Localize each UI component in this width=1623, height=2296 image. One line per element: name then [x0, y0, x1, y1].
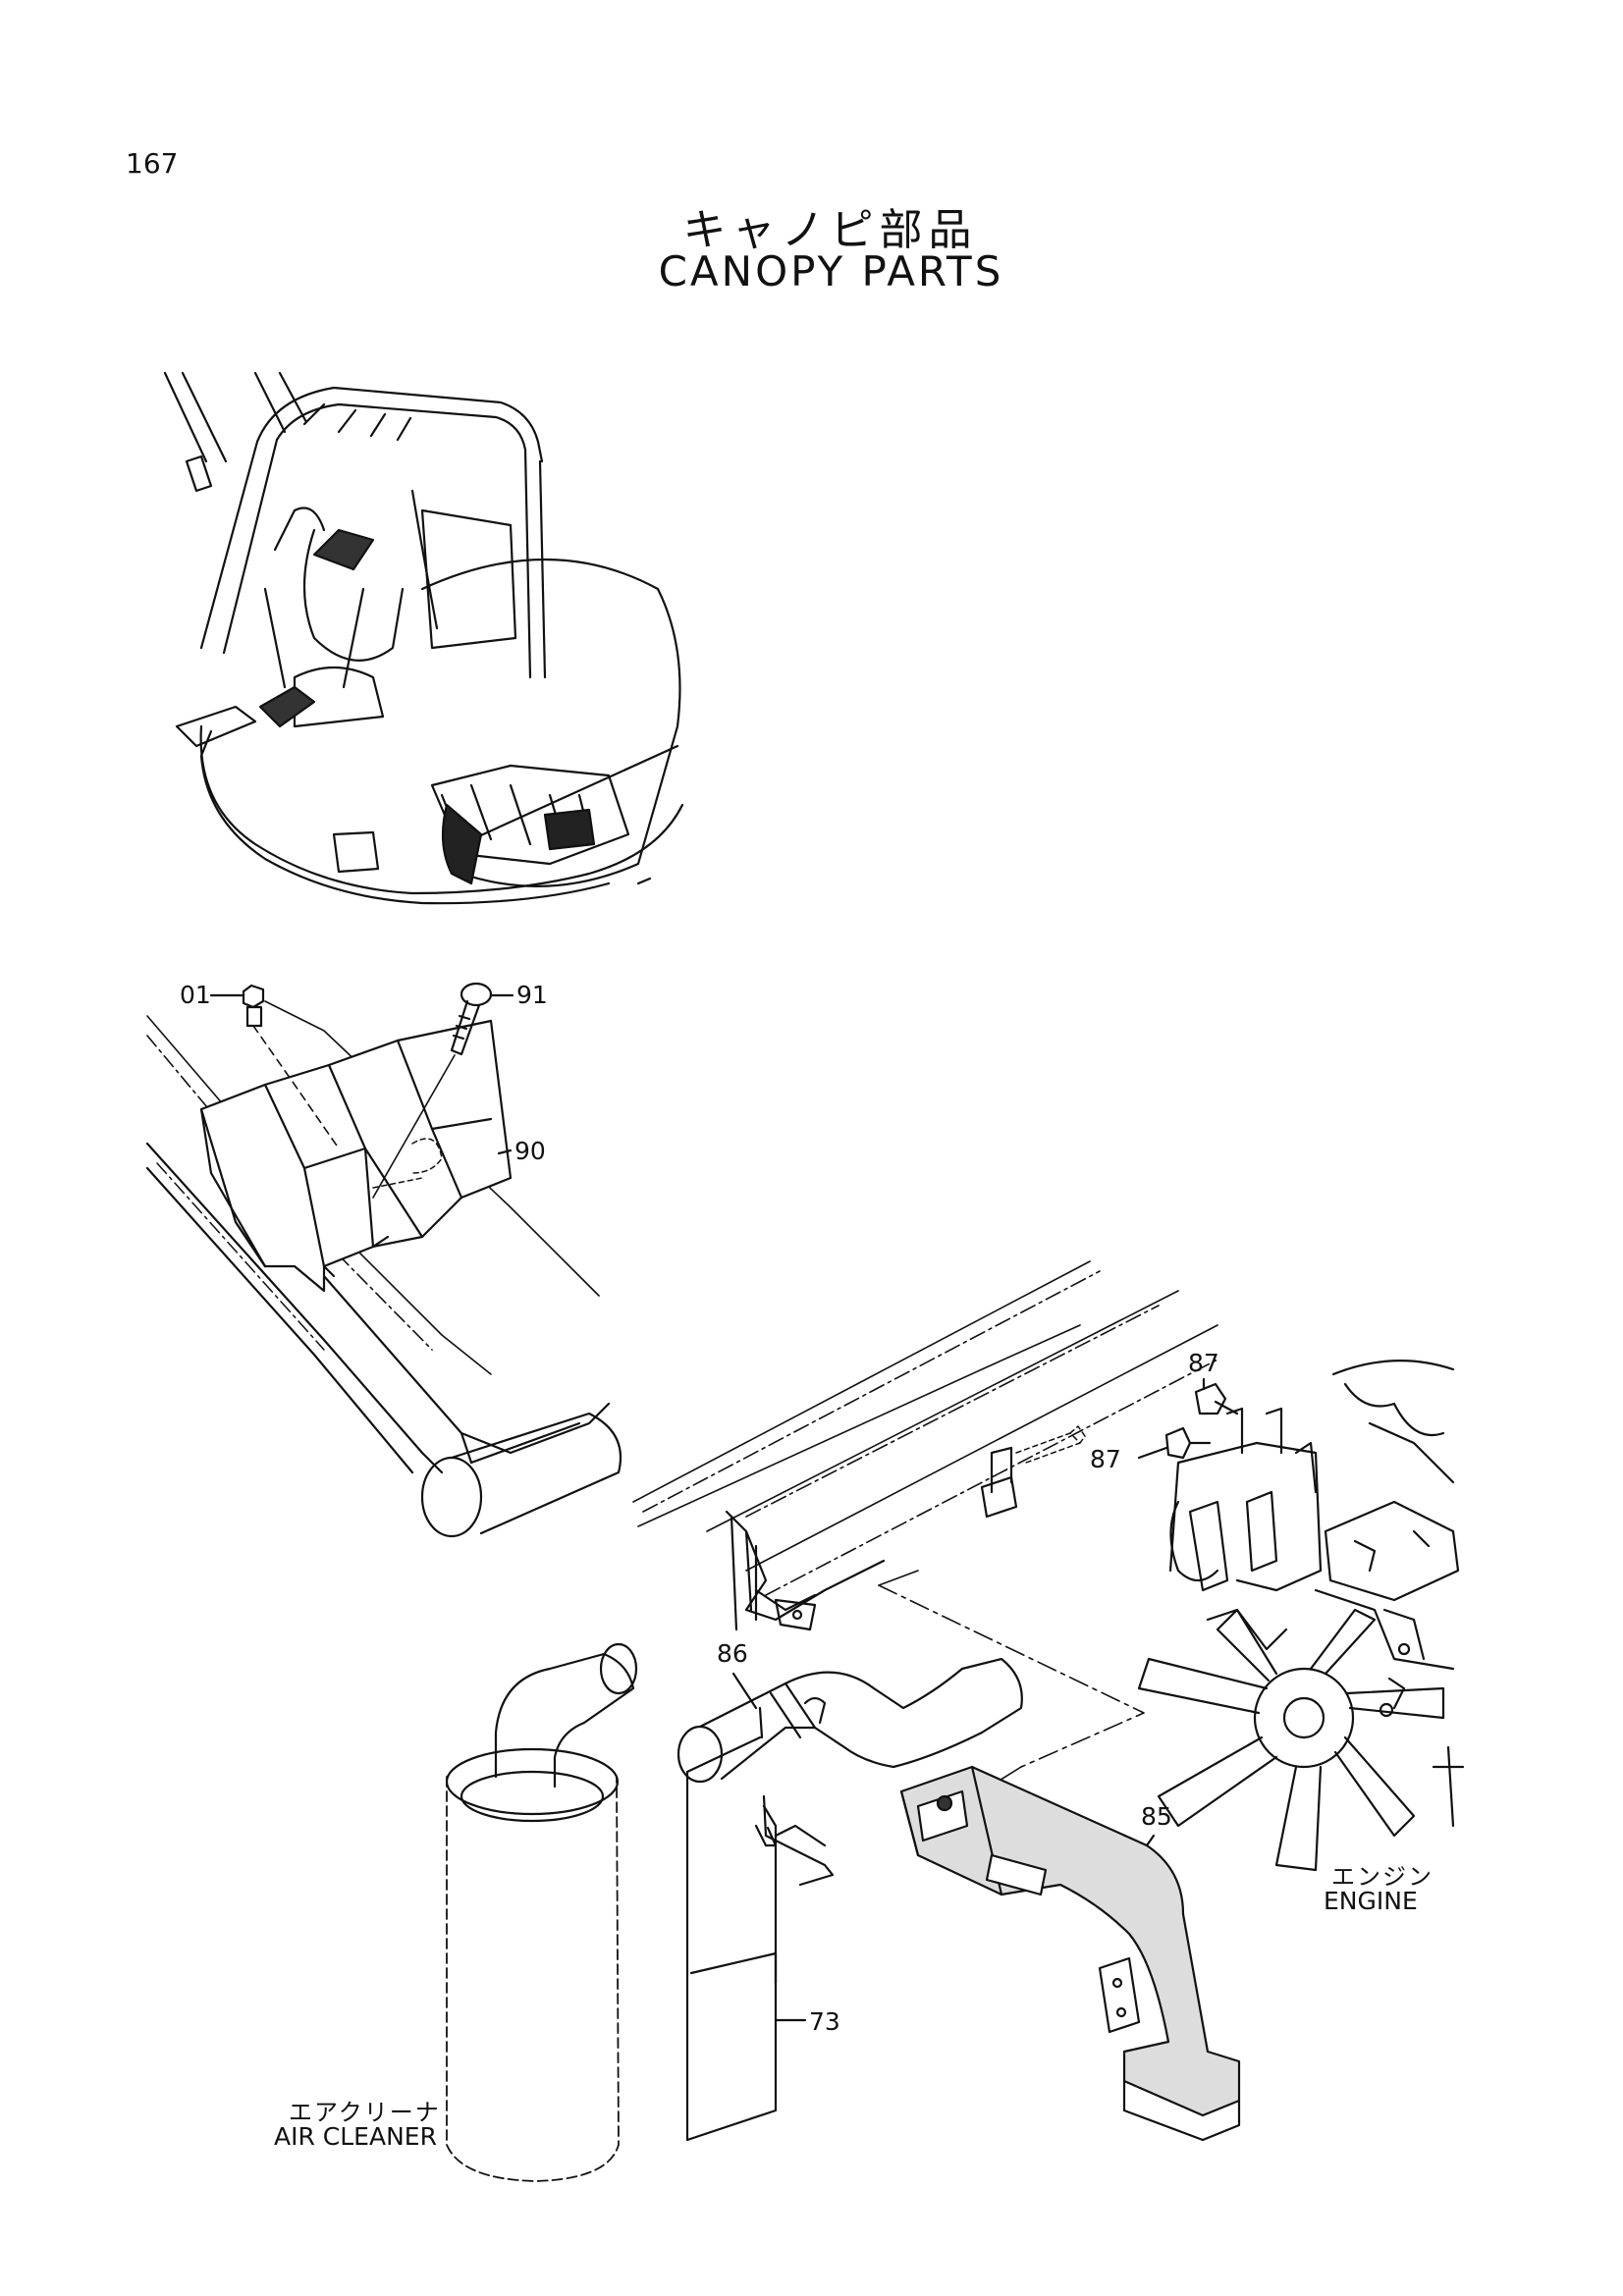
excavator-overview-illustration	[163, 371, 684, 905]
duct-assembly-illustration	[445, 1260, 1465, 2182]
callout-90: 90	[514, 1137, 546, 1165]
page-title-english: CANOPY PARTS	[658, 247, 1004, 295]
callout-87-upper: 87	[1188, 1349, 1219, 1377]
callout-87-lower: 87	[1090, 1445, 1121, 1473]
air-cleaner-label-japanese: エアクリーナ	[289, 2099, 441, 2126]
boom-cover-illustration	[145, 982, 622, 1538]
callout-91: 91	[516, 981, 548, 1009]
engine-label: ENGINE	[1324, 1887, 1418, 1915]
page-title-japanese: キャノピ部品	[682, 205, 978, 255]
callout-73: 73	[809, 2007, 840, 2036]
callout-01: 01	[180, 981, 211, 1009]
engine-label-japanese: エンジン	[1331, 1863, 1434, 1891]
callout-86: 86	[717, 1639, 748, 1668]
air-cleaner-label: AIR CLEANER	[274, 2122, 437, 2151]
callout-85: 85	[1141, 1802, 1172, 1831]
page-number: 167	[126, 147, 179, 180]
